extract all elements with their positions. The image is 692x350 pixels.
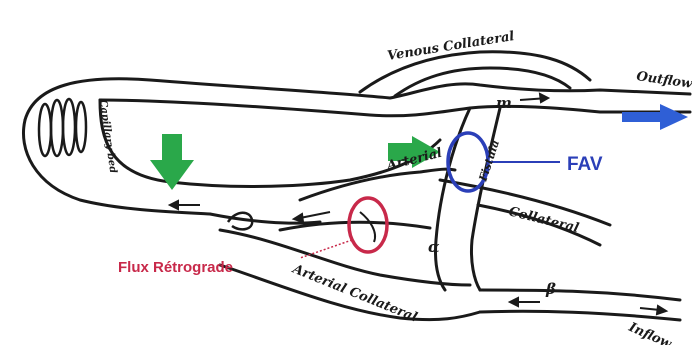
arterial-collateral-label: Arterial Collateral <box>289 261 420 325</box>
capillary-loops <box>39 99 86 156</box>
green-arrow-down <box>150 134 194 190</box>
flow-arrow-beta-head <box>510 298 518 306</box>
beta-label: β <box>545 280 556 298</box>
flow-arrow-retro-head <box>294 214 303 222</box>
outflow-arrow-shaft <box>622 112 664 122</box>
flow-arrow-inflow-head <box>657 306 666 314</box>
flow-arrow-left-head <box>170 201 178 209</box>
alpha-label: α <box>428 238 440 256</box>
inflow-upper <box>480 290 680 300</box>
m-label: m <box>496 94 512 112</box>
outflow-arrow <box>622 104 688 130</box>
vessel-top-inner <box>100 100 690 116</box>
capillary-loop-1 <box>39 104 51 156</box>
venous-collateral-label: Venous Collateral <box>386 29 515 64</box>
flow-arrow-retro <box>300 212 330 218</box>
flux-retrograde-label: Flux Rétrograde <box>118 259 233 276</box>
outflow-label: Outflow <box>635 69 692 92</box>
green-arrow-down-head <box>150 160 194 190</box>
capillary-loop-2 <box>51 100 63 156</box>
flow-arrow-m-head <box>540 94 548 102</box>
fistula-left-wall <box>435 108 470 290</box>
inflow-lower <box>480 311 680 320</box>
inflow-label: Inflow <box>625 320 674 345</box>
capillary-loop-4 <box>76 102 86 152</box>
outflow-arrow-head <box>660 104 688 130</box>
vessel-outlines <box>23 52 690 320</box>
fav-label: FAV <box>567 154 603 175</box>
capillary-bed-label: Capillary bed <box>97 99 118 174</box>
retrograde-arrow-in-circle <box>360 212 375 242</box>
green-arrow-down-shaft <box>162 134 182 164</box>
retrograde-circle <box>349 198 387 252</box>
capillary-loop-3 <box>63 99 75 155</box>
